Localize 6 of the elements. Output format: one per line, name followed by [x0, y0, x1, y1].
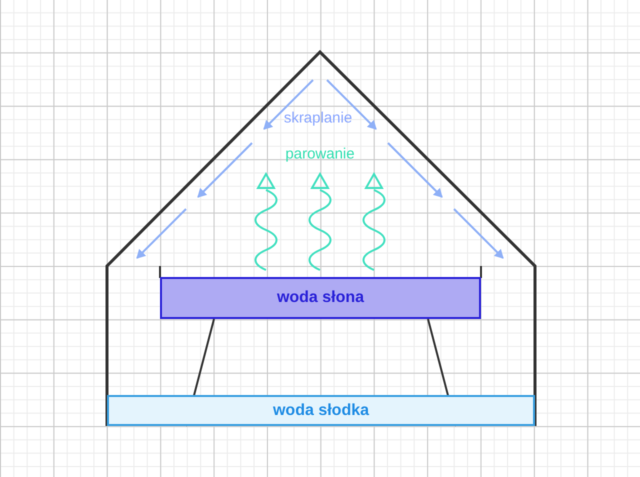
water-label: woda słona: [276, 289, 364, 307]
process-label: parowanie: [285, 146, 355, 162]
water-label: woda słodka: [272, 402, 370, 420]
process-label: skraplanie: [284, 110, 352, 126]
salt-water-tray: [160, 277, 481, 319]
fresh-water-channel: [107, 395, 535, 426]
